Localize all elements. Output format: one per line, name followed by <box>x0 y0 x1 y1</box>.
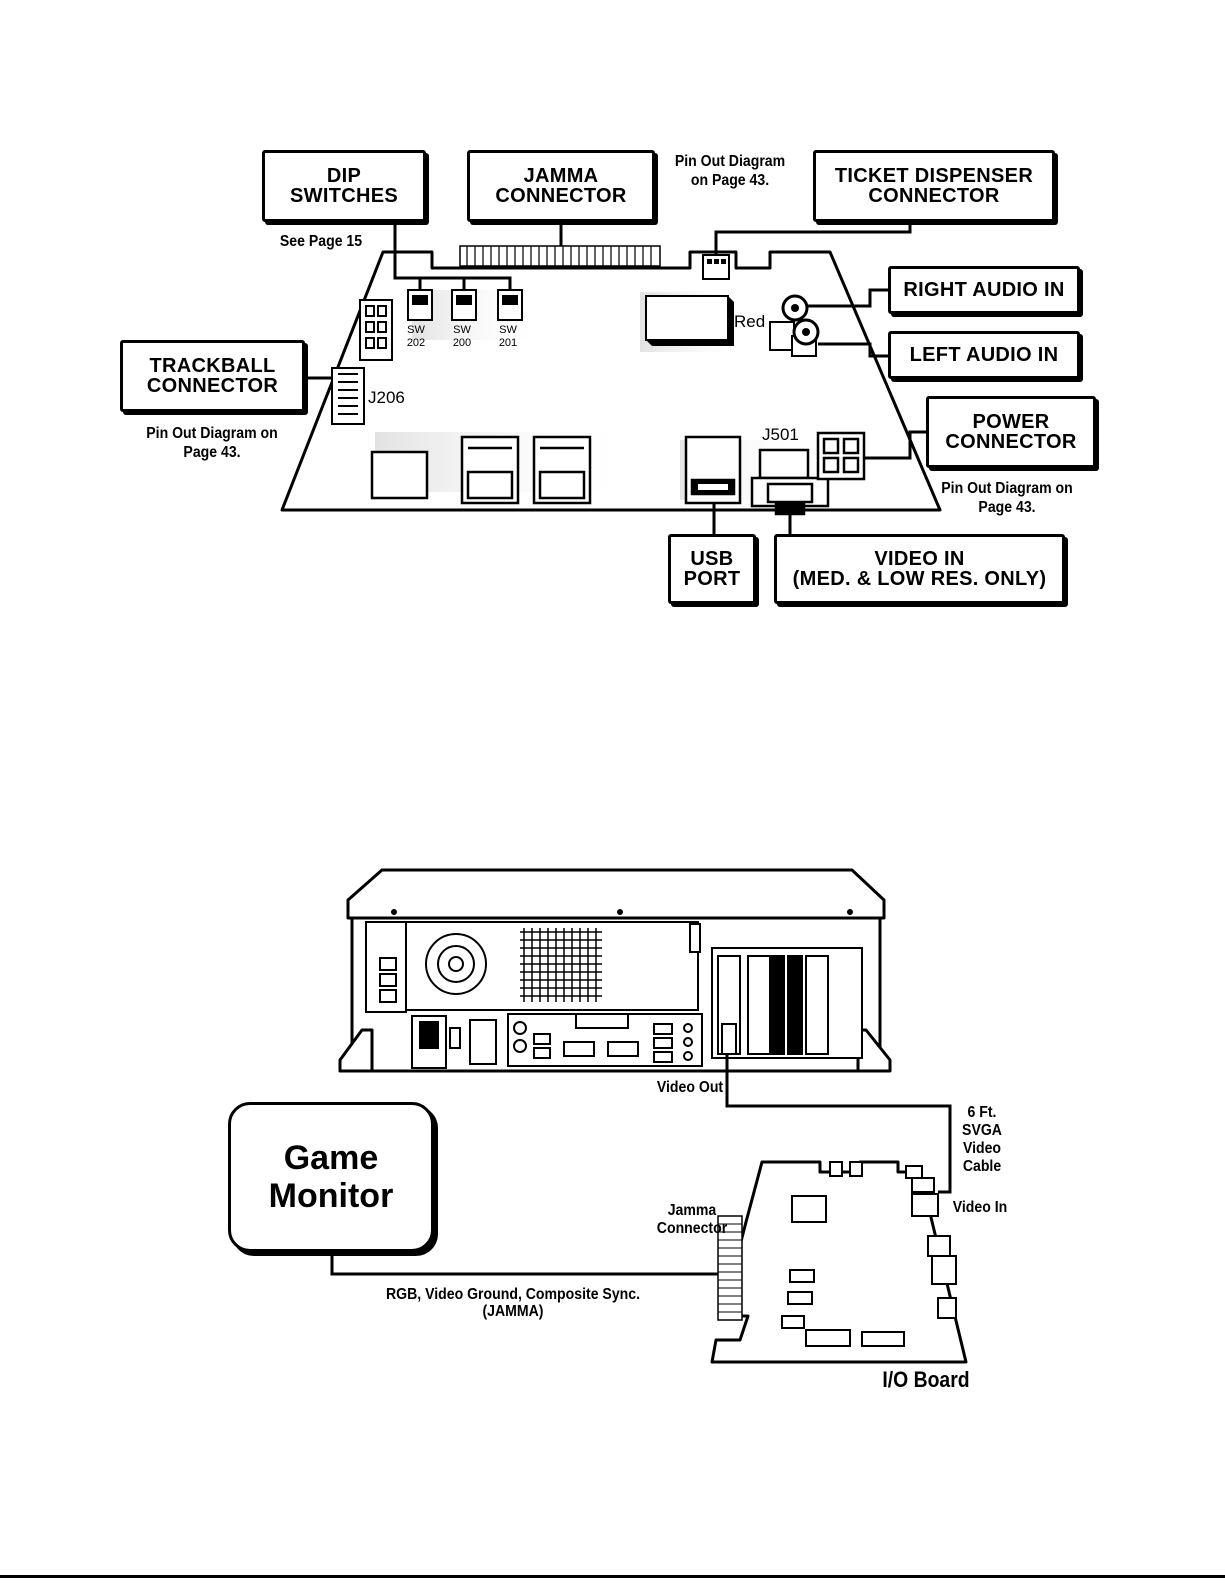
svg-text:200: 200 <box>453 337 471 349</box>
video-in-box: VIDEO IN (MED. & LOW RES. ONLY) <box>774 534 1065 604</box>
label-j501: J501 <box>762 425 799 444</box>
leader-lines <box>305 222 926 534</box>
io-board-label: I/O Board <box>882 1367 970 1392</box>
label-sw200: SW <box>453 324 471 336</box>
video-out-label: Video Out <box>656 1079 724 1096</box>
label-sw201: SW <box>499 324 517 336</box>
vga-connector-part <box>750 448 830 516</box>
trackball-header <box>359 299 393 361</box>
power-connector-box: POWER CONNECTOR <box>926 396 1096 468</box>
dip-switch-sw201 <box>497 289 523 321</box>
usb-port-box: USB PORT <box>668 534 756 604</box>
trackball-box: TRACKBALL CONNECTOR <box>120 340 305 412</box>
io-board-diagram: SW 202 SW 200 SW 201 <box>280 222 942 534</box>
dip-switch-sw200 <box>451 289 477 321</box>
dip-see-page-note: See Page 15 <box>279 233 363 250</box>
trackball-pinout-note: Pin Out Diagram on Page 43. <box>146 425 278 461</box>
jamma-connector-label: Jamma Connector <box>656 1202 728 1237</box>
jamma-connector-box: JAMMA CONNECTOR <box>467 150 655 222</box>
label-sw202: SW <box>407 324 425 336</box>
rj-connector-2 <box>532 435 592 505</box>
block-connector <box>370 450 429 500</box>
io-board-small <box>710 1160 968 1364</box>
right-audio-box: RIGHT AUDIO IN <box>888 266 1080 314</box>
dip-switches-box: DIP SWITCHES <box>262 150 426 222</box>
j206-connector <box>331 367 365 425</box>
main-chip <box>645 295 734 346</box>
page-bottom-rule <box>0 1575 1225 1578</box>
fan-grille <box>516 928 606 1002</box>
power-pinout-note: Pin Out Diagram on Page 43. <box>941 480 1073 516</box>
power-connector-part <box>816 431 866 481</box>
rj-connector-1 <box>460 435 520 505</box>
jamma-signal-label: RGB, Video Ground, Composite Sync. (JAMM… <box>386 1286 640 1320</box>
label-red: Red <box>734 312 766 331</box>
ticket-dispenser-box: TICKET DISPENSER CONNECTOR <box>813 150 1055 222</box>
jamma-edge-pins <box>459 245 661 267</box>
svg-text:202: 202 <box>407 337 425 349</box>
jamma-pinout-note: Pin Out Diagram on Page 43. <box>674 153 786 189</box>
svga-cable-label: 6 Ft. SVGA Video Cable <box>962 1104 1002 1175</box>
dip-switch-sw202 <box>407 289 433 321</box>
label-j206: J206 <box>368 388 405 407</box>
svg-text:201: 201 <box>499 337 517 349</box>
pc-chassis <box>338 868 892 1073</box>
usb-port-part <box>684 435 742 505</box>
audio-jacks <box>769 294 820 357</box>
game-monitor-box: Game Monitor <box>228 1102 434 1252</box>
svga-cable-line <box>725 1054 952 1194</box>
ticket-connector-part <box>702 254 730 280</box>
left-audio-box: LEFT AUDIO IN <box>888 331 1080 379</box>
video-in-label: Video In <box>952 1199 1008 1216</box>
